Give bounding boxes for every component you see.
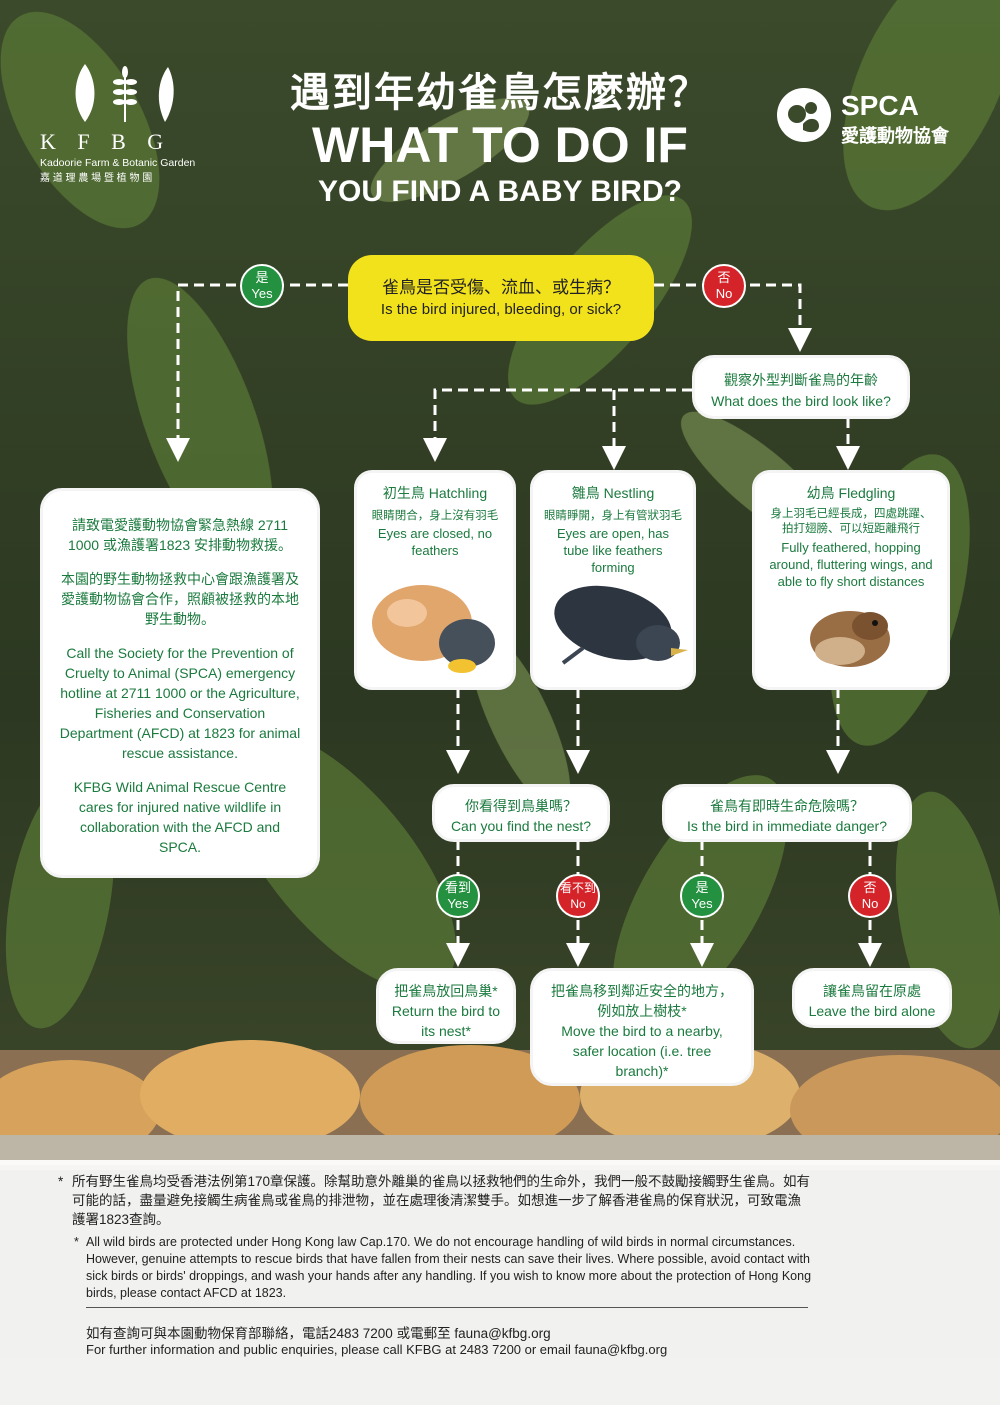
hatchling-photo [372,585,495,673]
rescue-en-1: Call the Society for the Prevention of C… [59,645,301,761]
spca-logo: SPCA 愛護動物協會 [775,86,975,146]
title-zh: 遇到年幼雀鳥怎麼辦？ [290,71,710,115]
outcome-leave-zh: 讓雀鳥留在原處 [823,983,921,999]
question-look-en: What does the bird look like? [711,393,891,409]
rescue-en-2: KFBG Wild Animal Rescue Centre cares for… [73,779,287,855]
fledgling-title: 幼鳥 Fledgling [806,485,896,501]
spca-name: SPCA [841,90,919,121]
nestling-card: 雛鳥 Nestling 眼睛睜開，身上有管狀羽毛 Eyes are open, … [530,470,696,690]
fledgling-en: Fully feathered, hopping around, flutter… [769,540,933,589]
question-danger-en: Is the bird in immediate danger? [687,818,887,834]
contact-en: For further information and public enqui… [86,1342,668,1357]
outcome-leave-alone: 讓雀鳥留在原處 Leave the bird alone [792,968,952,1028]
fledgling-photo [810,611,890,667]
question-look: 觀察外型判斷雀鳥的年齡 What does the bird look like… [692,355,910,419]
note-zh: * 所有野生雀鳥均受香港法例第170章保護。除幫助意外離巢的雀鳥以拯救牠們的生命… [58,1174,811,1227]
rescue-instructions: 請致電愛護動物協會緊急熱線 2711 1000 或漁護署1823 安排動物救援。… [40,488,320,878]
question-nest: 你看得到鳥巢嗎？ Can you find the nest? [432,784,610,842]
rescue-zh-2: 本園的野生動物拯救中心會跟漁護署及愛護動物協會合作，照顧被拯救的本地野生動物。 [61,571,299,627]
question-nest-en: Can you find the nest? [450,818,592,834]
outcome-return-en: Return the bird to its nest* [391,1003,501,1039]
question-injured-zh: 雀鳥是否受傷、流血、或生病？ [382,278,620,297]
hatchling-title: 初生鳥 Hatchling [382,485,488,501]
title-en-line2: YOU FIND A BABY BIRD? [318,175,682,208]
kfbg-logo: K F B G Kadoorie Farm & Botanic Garden 嘉… [40,62,210,184]
outcome-move-en: Move the bird to a nearby, safer locatio… [561,1023,723,1079]
kfbg-leaf-icon [75,64,174,122]
question-nest-zh: 你看得到鳥巢嗎？ [465,798,577,814]
footer: * 所有野生雀鳥均受香港法例第170章保護。除幫助意外離巢的雀鳥以拯救牠們的生命… [0,1160,1000,1405]
outcome-leave-en: Leave the bird alone [808,1003,936,1019]
kfbg-name-zh: 嘉 道 理 農 場 暨 植 物 園 [40,173,153,184]
question-look-zh: 觀察外型判斷雀鳥的年齡 [724,372,878,388]
rescue-zh-1: 請致電愛護動物協會緊急熱線 2711 1000 或漁護署1823 安排動物救援。 [67,517,293,553]
spca-paw-icon [777,88,831,142]
outcome-return-zh: 把雀鳥放回鳥巢* [394,983,498,999]
hatchling-zh: 眼睛閉合，身上沒有羽毛 [371,510,499,522]
question-injured-en: Is the bird injured, bleeding, or sick? [380,301,622,318]
fledgling-zh: 身上羽毛已經長成，四處跳躍、拍打翅膀、可以短距離飛行 [770,508,932,535]
nestling-photo [554,585,688,665]
question-injured: 雀鳥是否受傷、流血、或生病？ Is the bird injured, blee… [348,255,654,341]
hatchling-card: 初生鳥 Hatchling 眼睛閉合，身上沒有羽毛 Eyes are close… [354,470,516,690]
nestling-zh: 眼睛睜開，身上有管狀羽毛 [544,510,682,522]
nestling-title: 雛鳥 Nestling [571,485,655,501]
nestling-en: Eyes are open, has tube like feathers fo… [556,526,670,575]
kfbg-name-en: Kadoorie Farm & Botanic Garden [40,157,196,169]
contact-zh: 如有查詢可與本園動物保育部聯絡，電話2483 7200 或電郵至 fauna@k… [86,1326,551,1341]
kfbg-letters: K F B G [40,129,172,154]
outcome-move-zh: 把雀鳥移到鄰近安全的地方，例如放上樹枝* [551,983,733,1019]
spca-name-zh: 愛護動物協會 [841,126,949,146]
title-en-line1: WHAT TO DO IF [312,117,688,173]
outcome-return-nest: 把雀鳥放回鳥巢* Return the bird to its nest* [376,968,516,1044]
outcome-move-bird: 把雀鳥移到鄰近安全的地方，例如放上樹枝* Move the bird to a … [530,968,754,1086]
hatchling-en: Eyes are closed, no feathers [377,526,493,558]
question-danger: 雀鳥有即時生命危險嗎？ Is the bird in immediate dan… [662,784,912,842]
footer-divider [86,1307,808,1308]
question-danger-zh: 雀鳥有即時生命危險嗎？ [710,798,864,814]
fledgling-card: 幼鳥 Fledgling 身上羽毛已經長成，四處跳躍、拍打翅膀、可以短距離飛行 … [752,470,950,690]
note-en: * All wild birds are protected under Hon… [74,1235,812,1300]
